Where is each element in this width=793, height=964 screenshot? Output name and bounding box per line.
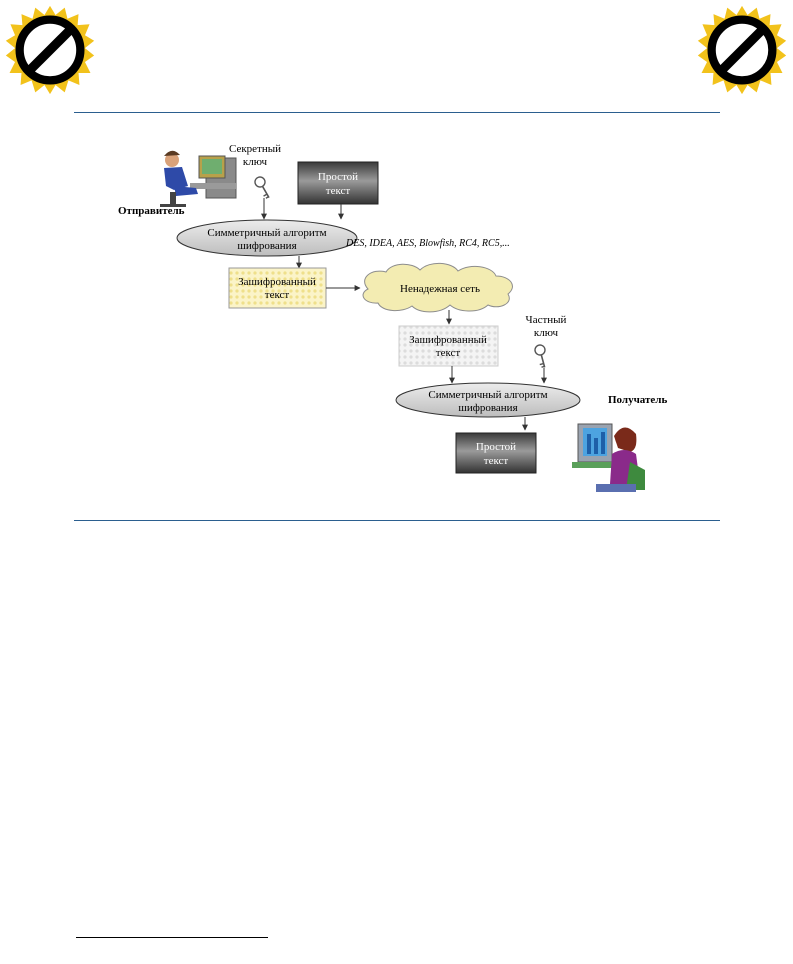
network-cloud	[362, 262, 513, 313]
decrypt-algorithm-line1: Симметричный алгоритм	[428, 389, 547, 401]
ciphertext-sender-line1: Зашифрованный	[238, 276, 316, 288]
ciphertext-receiver-line2: текст	[436, 347, 461, 359]
header-rule	[74, 112, 720, 113]
key-icon	[534, 344, 546, 368]
private-key-label-line2: ключ	[534, 327, 559, 339]
ciphertext-box-receiver	[398, 325, 499, 367]
plaintext-box-receiver	[455, 432, 537, 474]
network-label: Ненадежная сеть	[400, 283, 480, 295]
footnote-rule	[76, 937, 268, 938]
ciphertext-box-sender	[228, 267, 327, 309]
encrypt-algorithm-ellipse	[176, 219, 358, 257]
plaintext-box-sender	[297, 161, 379, 205]
plaintext-receiver-line2: текст	[484, 455, 509, 467]
receiver-computer-illustration	[572, 423, 645, 492]
encrypt-algorithm-line2: шифрования	[237, 240, 296, 252]
encrypt-algorithm-line1: Симметричный алгоритм	[207, 227, 326, 239]
ciphertext-sender-line2: текст	[265, 289, 290, 301]
figure-bottom-rule	[74, 520, 720, 521]
decrypt-algorithm-line2: шифрования	[458, 402, 517, 414]
prohibition-badge-left	[5, 5, 95, 95]
sender-computer-illustration	[160, 150, 237, 207]
private-key-label-line1: Частный	[526, 314, 567, 326]
secret-key-label-line2: ключ	[243, 156, 268, 168]
symmetric-encryption-diagram: Отправитель Секретный ключ Простой текст…	[118, 143, 667, 492]
secret-key-label-line1: Секретный	[229, 143, 281, 155]
plaintext-receiver-line1: Простой	[476, 441, 516, 453]
sender-label: Отправитель	[118, 205, 185, 217]
receiver-label: Получатель	[608, 394, 667, 406]
prohibition-badge-right	[697, 5, 787, 95]
algorithms-list: DES, IDEA, AES, Blowfish, RC4, RC5,...	[345, 238, 510, 249]
plaintext-sender-line1: Простой	[318, 171, 358, 183]
decrypt-algorithm-ellipse	[395, 382, 581, 418]
plaintext-sender-line2: текст	[326, 185, 351, 197]
ciphertext-receiver-line1: Зашифрованный	[409, 334, 487, 346]
key-icon	[254, 176, 270, 199]
